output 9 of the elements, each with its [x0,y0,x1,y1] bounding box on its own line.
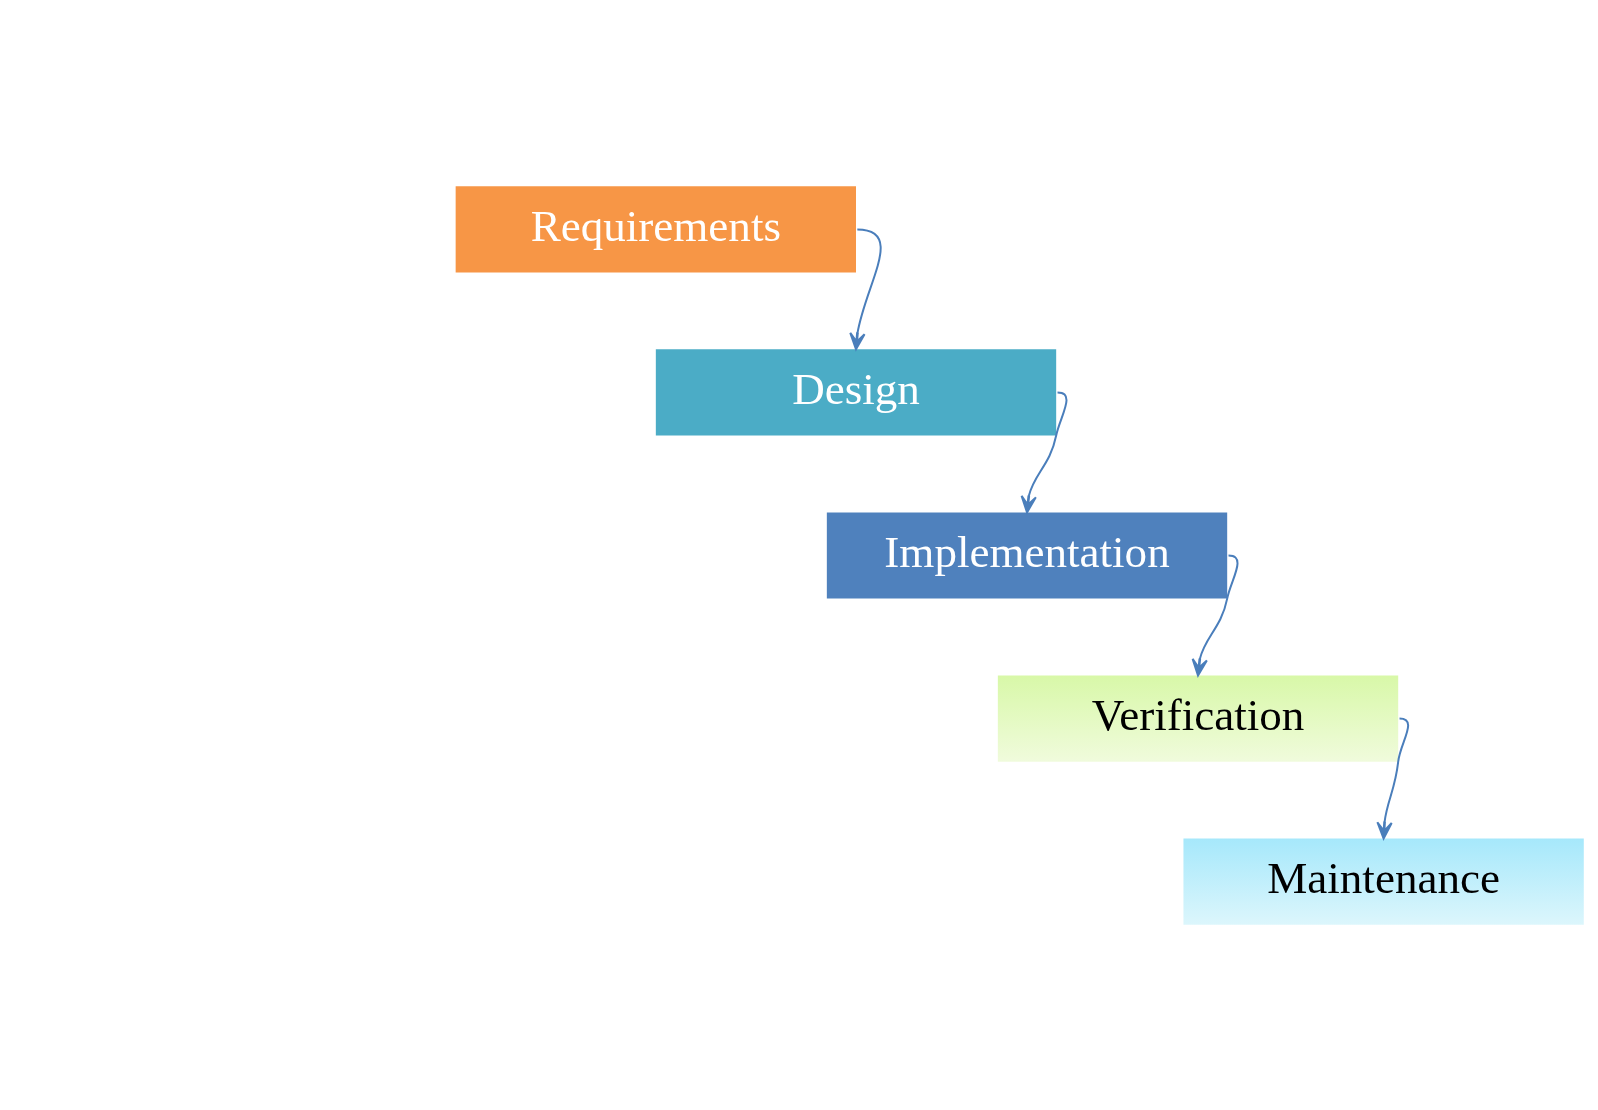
node-box: Design [655,348,1057,436]
node-box: Verification [997,674,1399,762]
node-box: Implementation [826,511,1228,599]
arrow [849,227,882,350]
node-box: Maintenance [1183,838,1584,925]
arrow [1020,390,1068,513]
arrow [1376,717,1410,840]
arrow [1191,554,1239,676]
node-box: Requirements [455,185,856,272]
